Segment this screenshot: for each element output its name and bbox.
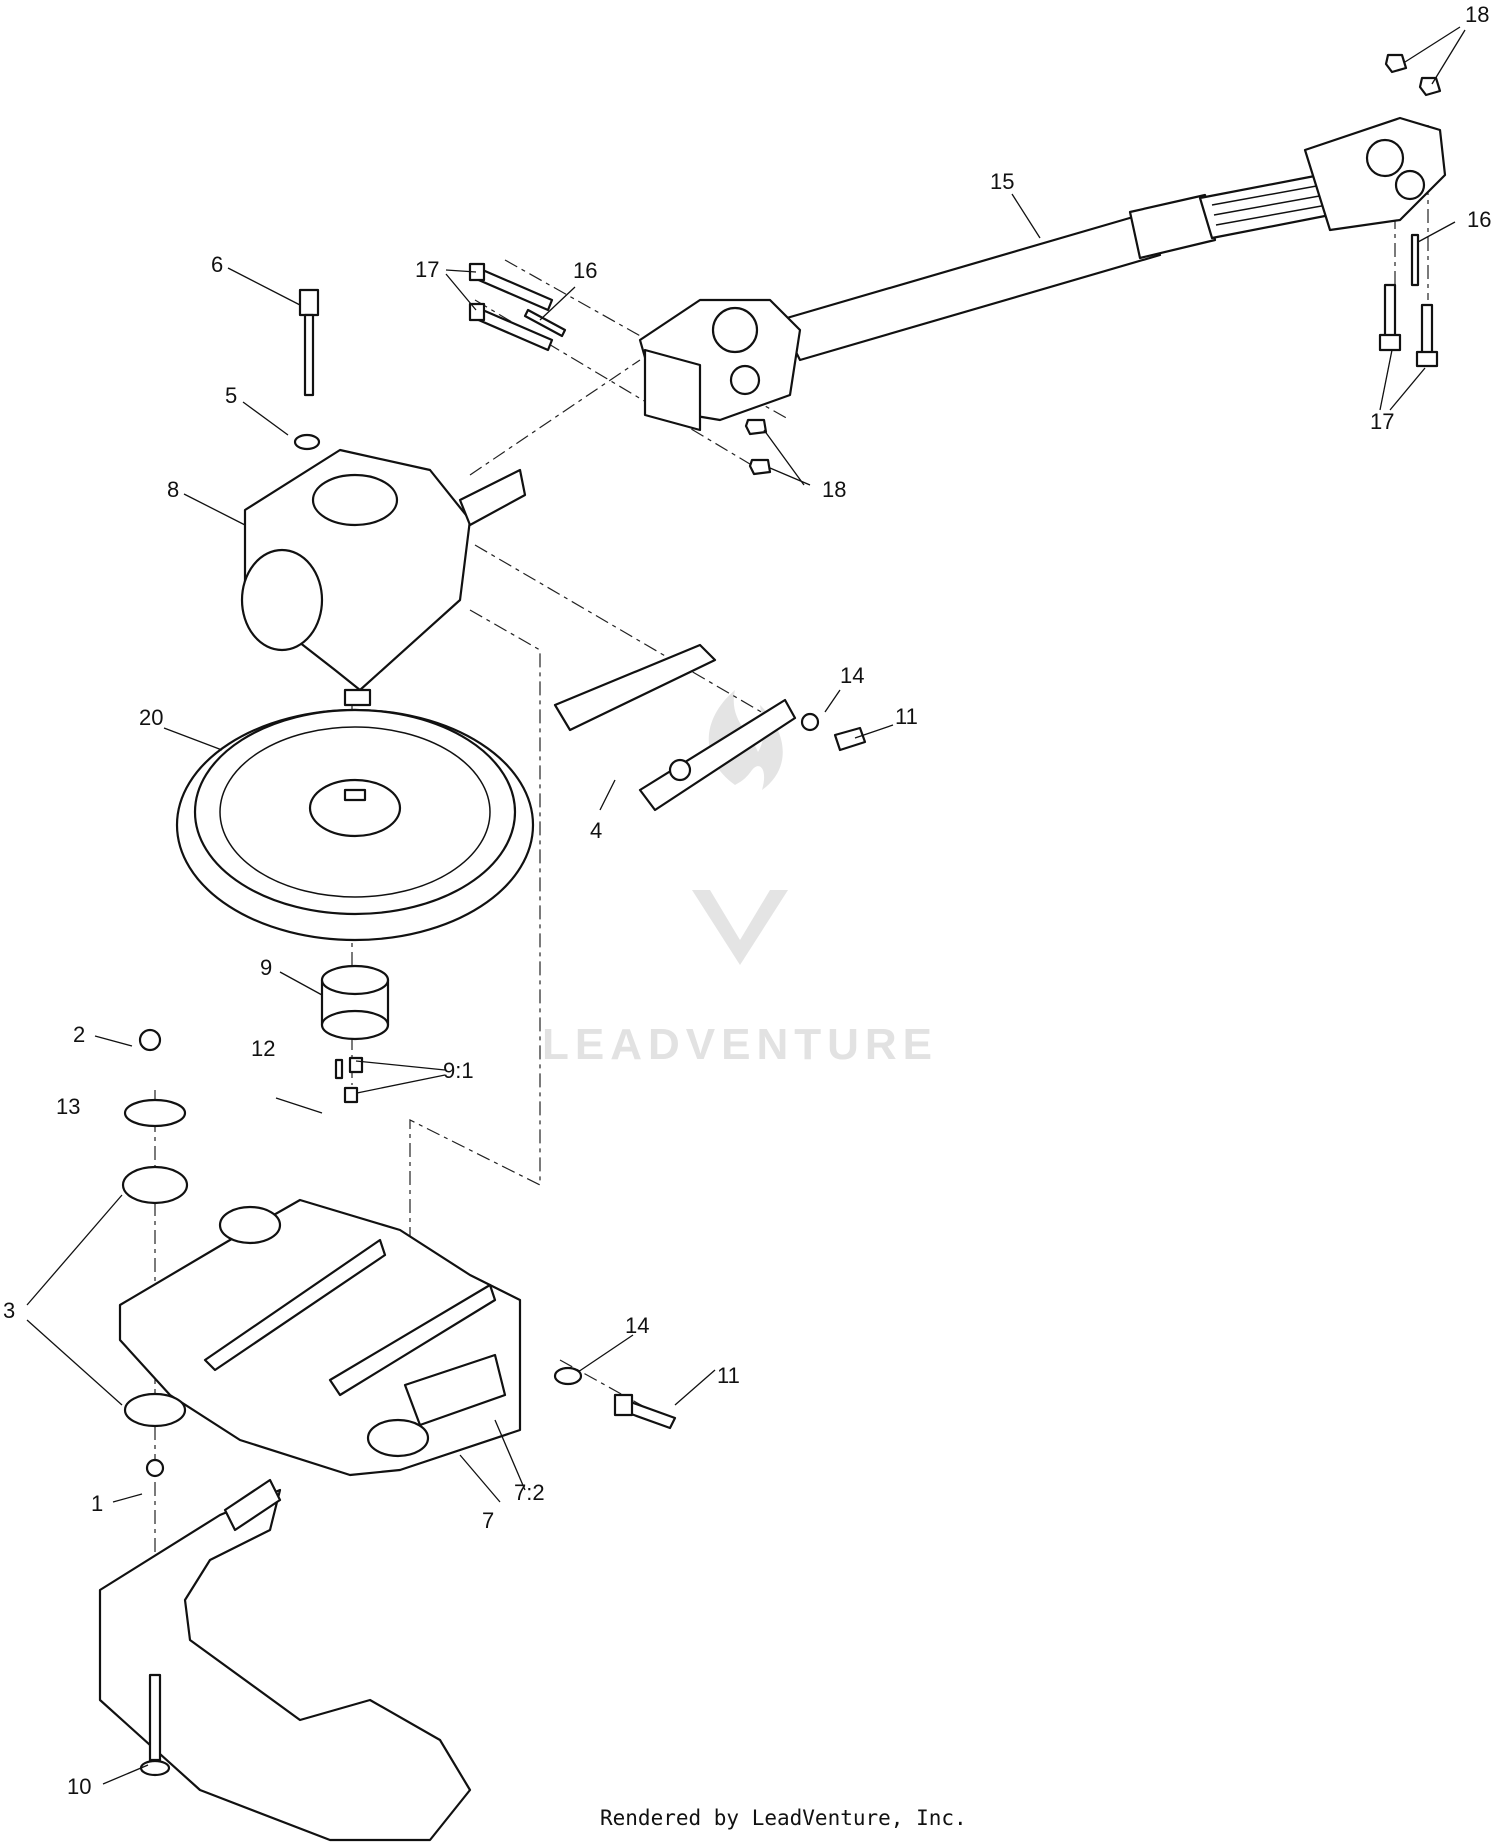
callout-7-2: 7:2 (514, 1480, 545, 1505)
cover-plate (98, 1478, 472, 1842)
gearbox (240, 288, 527, 707)
lower-hardware (553, 1366, 677, 1430)
callout-9: 9 (260, 955, 272, 980)
callout-16-right: 16 (1467, 207, 1491, 232)
callout-7: 7 (482, 1508, 494, 1533)
yoke-hardware-right (1378, 53, 1442, 368)
callout-15: 15 (990, 169, 1014, 194)
callout-4: 4 (590, 818, 602, 843)
callout-2: 2 (73, 1022, 85, 1047)
brackets (553, 643, 867, 812)
callout-13: 13 (56, 1094, 80, 1119)
callout-10: 10 (67, 1774, 91, 1799)
callout-20: 20 (139, 705, 163, 730)
callout-1: 1 (91, 1491, 103, 1516)
footer-credit: Rendered by LeadVenture, Inc. (600, 1806, 967, 1830)
callout-17-left: 17 (415, 257, 439, 282)
callout-12: 12 (251, 1036, 275, 1061)
callout-labels: 1 2 3 4 5 6 7 7:2 8 9 9:1 10 11 11 12 13… (3, 2, 1491, 1799)
callout-14-upper: 14 (840, 663, 864, 688)
callout-6: 6 (211, 252, 223, 277)
callout-11-upper: 11 (895, 704, 918, 729)
watermark-text: LEADVENTURE (542, 1020, 938, 1069)
callout-11-lower: 11 (717, 1363, 740, 1388)
callout-18-top: 18 (1465, 2, 1489, 27)
pulley (175, 708, 535, 942)
callout-17-right: 17 (1370, 409, 1394, 434)
callout-16-left: 16 (573, 258, 597, 283)
callout-18-mid: 18 (822, 477, 846, 502)
bushing (320, 964, 390, 1104)
callout-3: 3 (3, 1298, 15, 1323)
callout-14-lower: 14 (625, 1313, 649, 1338)
drive-shaft (638, 116, 1447, 432)
callout-8: 8 (167, 477, 179, 502)
callout-5: 5 (225, 383, 237, 408)
leader-lines (26, 26, 1466, 1785)
yoke-hardware-left (468, 262, 772, 476)
callout-9-1: 9:1 (443, 1058, 474, 1083)
mount-plate (118, 1028, 522, 1478)
